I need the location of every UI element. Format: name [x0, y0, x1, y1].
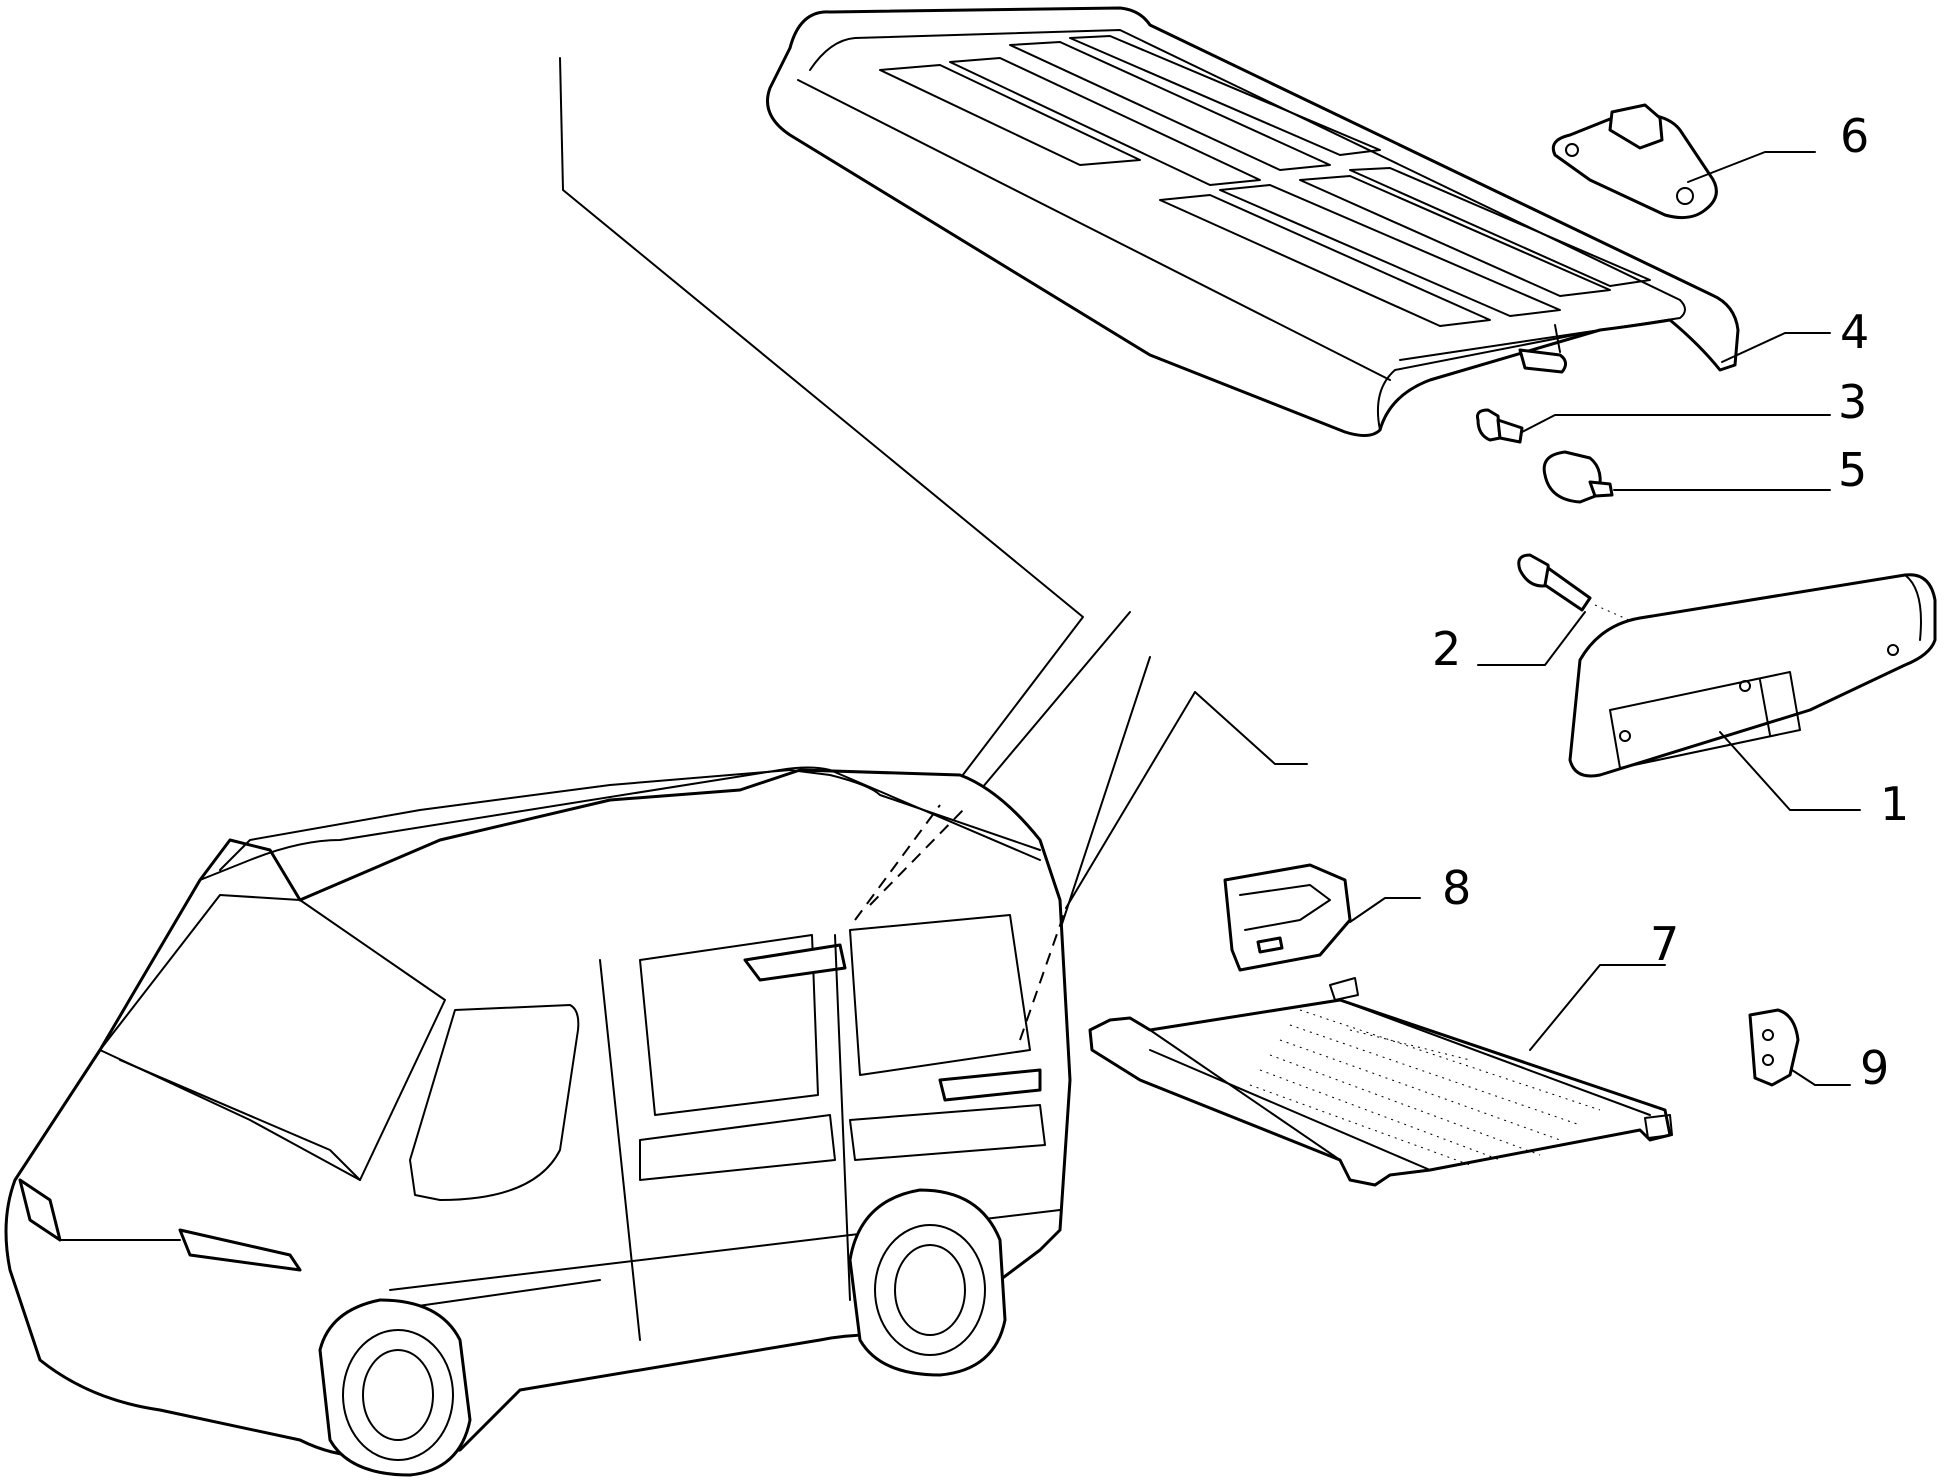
callout-4: 4 — [1840, 305, 1869, 359]
part-6-bracket — [1551, 103, 1816, 220]
callout-6: 6 — [1840, 109, 1869, 163]
part-8-clip — [1223, 863, 1421, 972]
callout-2: 2 — [1432, 622, 1461, 676]
blind-mesh — [1249, 1009, 1601, 1166]
callout-9: 9 — [1860, 1041, 1889, 1095]
callout-5: 5 — [1838, 443, 1867, 497]
part-2-bolt — [1477, 553, 1641, 666]
callout-1: 1 — [1880, 777, 1909, 831]
van-leader-lines — [559, 57, 1308, 931]
callout-labels: 1 2 3 4 5 6 7 8 9 — [1432, 109, 1909, 1095]
part-1-cover — [1568, 573, 1937, 811]
callout-3: 3 — [1838, 375, 1867, 429]
van-illustration — [4, 766, 1072, 1477]
callout-7: 7 — [1650, 917, 1679, 971]
callout-8: 8 — [1442, 861, 1471, 915]
part-3-screw — [1476, 408, 1831, 444]
part-9-small-clip — [1748, 1008, 1851, 1087]
leader-4 — [1721, 332, 1831, 363]
part-7-roller-blind — [1088, 964, 1673, 1187]
part-4-shelf — [766, 6, 1740, 437]
part-5-cylinder — [1542, 450, 1831, 504]
